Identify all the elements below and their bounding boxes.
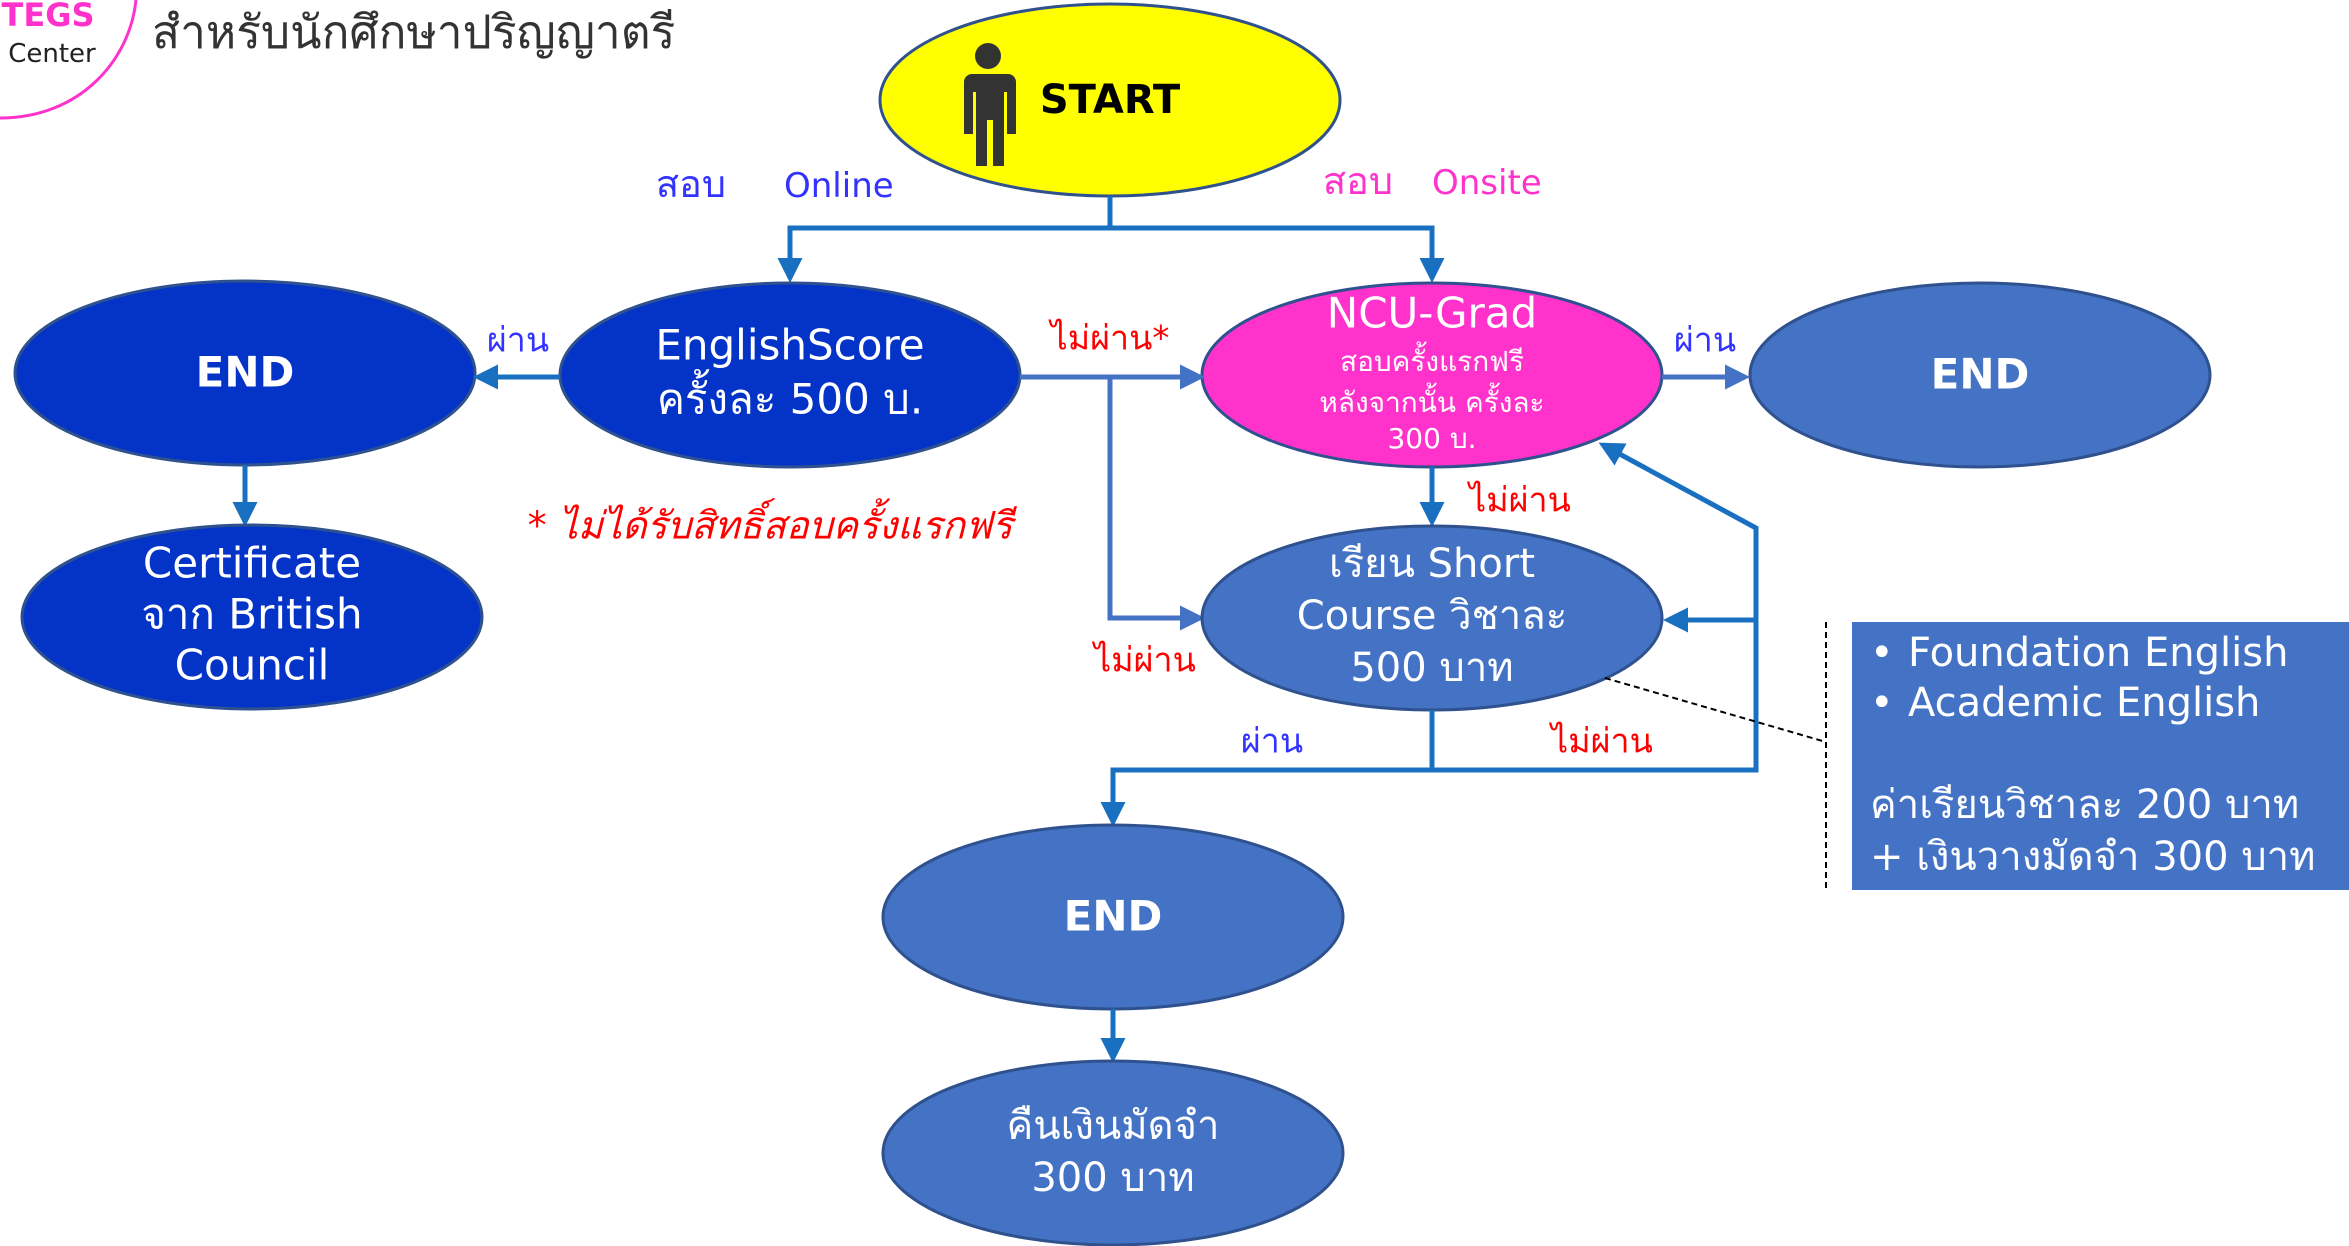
refund-line2: 300 บาท: [1031, 1155, 1194, 1201]
info-deposit-line: + เงินวางมัดจำ 300 บาท: [1870, 834, 2315, 880]
ncu-grad-node: NCU-Grad สอบครั้งแรกฟรี หลังจากนั้น ครั้…: [1200, 281, 1664, 469]
note-text: * ไม่ได้รับสิทธิ์สอบครั้งแรกฟรี: [528, 498, 1018, 548]
start-label: START: [1040, 77, 1181, 123]
logo-line2: Center: [8, 39, 96, 69]
arrow-fail-to-course: [1107, 377, 1205, 631]
online-prefix: สอบ: [656, 162, 726, 206]
fail-left-label: ไม่ผ่าน: [1091, 641, 1196, 681]
logo: TEGS Center: [0, 0, 138, 120]
short-course-node: เรียน Short Course วิชาละ 500 บาท: [1200, 524, 1664, 712]
logo-line1: TEGS: [2, 0, 95, 34]
end-left-label: END: [196, 348, 295, 397]
end-right-node: END: [1748, 281, 2212, 469]
end-bottom-label: END: [1064, 892, 1163, 941]
certificate-line3: Council: [175, 641, 330, 690]
refund-line1: คืนเงินมัดจำ: [1007, 1103, 1220, 1149]
ncu-grad-line4: 300 บ.: [1387, 422, 1476, 455]
pass-left-label: ผ่าน: [487, 321, 549, 361]
ncu-grad-line1: NCU-Grad: [1327, 289, 1537, 338]
page-title: สำหรับนักศึกษาปริญญาตรี: [152, 5, 675, 59]
certificate-line2: จาก British: [141, 590, 362, 639]
short-course-line1: เรียน Short: [1329, 541, 1535, 587]
fail-star-label: ไม่ผ่าน*: [1048, 319, 1170, 359]
end-right-label: END: [1931, 350, 2030, 399]
onsite-prefix: สอบ: [1323, 159, 1393, 203]
course-info-box: • Foundation English • Academic English …: [1852, 622, 2349, 890]
certificate-node: Certificate จาก British Council: [20, 523, 484, 711]
person-icon: [964, 43, 1016, 166]
bullet-dot-1: •: [1870, 630, 1894, 676]
info-fee-line: ค่าเรียนวิชาละ 200 บาท: [1870, 782, 2299, 828]
pass-right-label: ผ่าน: [1674, 321, 1736, 361]
course-connectors: [1100, 442, 1759, 827]
fail-course-label: ไม่ผ่าน: [1548, 722, 1653, 762]
englishscore-line1: EnglishScore: [655, 321, 924, 370]
short-course-line3: 500 บาท: [1350, 645, 1513, 691]
start-connectors: [777, 196, 1445, 283]
end-bottom-node: END: [881, 823, 1345, 1011]
pass-course-label: ผ่าน: [1241, 722, 1303, 762]
start-node: START: [878, 2, 1342, 198]
ncu-grad-line3: หลังจากนั้น ครั้งละ: [1319, 382, 1544, 419]
certificate-line1: Certificate: [143, 539, 361, 588]
end-left-node: END: [13, 279, 477, 467]
englishscore-node: EnglishScore ครั้งละ 500 บ.: [558, 281, 1022, 469]
fail-ncu-label: ไม่ผ่าน: [1466, 481, 1571, 521]
ncu-grad-line2: สอบครั้งแรกฟรี: [1340, 341, 1524, 378]
info-bullet-1: Foundation English: [1908, 630, 2288, 676]
onsite-suffix: Onsite: [1432, 163, 1542, 203]
bullet-dot-2: •: [1870, 680, 1894, 726]
refund-node: คืนเงินมัดจำ 300 บาท: [881, 1059, 1345, 1246]
englishscore-line2: ครั้งละ 500 บ.: [657, 369, 923, 424]
callout-connector: [1604, 622, 1827, 890]
info-bullet-2: Academic English: [1908, 680, 2260, 726]
short-course-line2: Course วิชาละ: [1297, 593, 1567, 639]
online-suffix: Online: [784, 166, 894, 206]
